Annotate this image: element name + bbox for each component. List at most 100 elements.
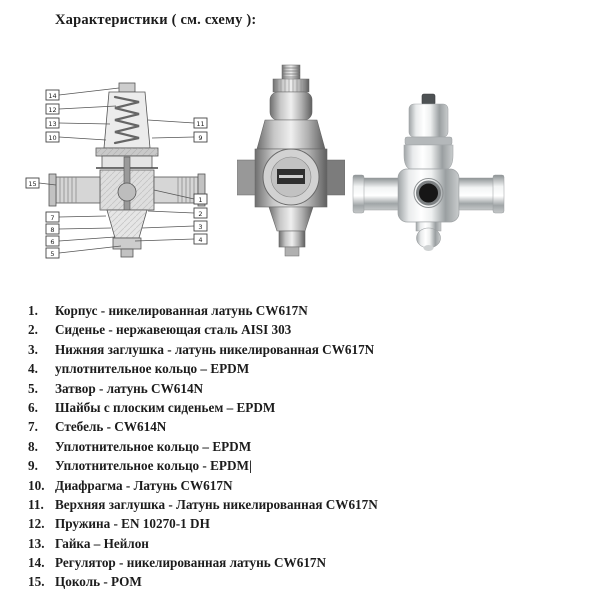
diagram-callout-3: 3 <box>141 220 208 232</box>
part-text: Сиденье - нержавеющая сталь AISI 303 <box>55 322 292 338</box>
part-number: 15. <box>28 574 45 590</box>
part-text: Шайбы с плоским сиденьем – EPDM <box>55 399 276 415</box>
left-port <box>55 176 101 204</box>
part-text: Корпус - никелированная латунь CW617N <box>55 303 308 318</box>
knurled-ring <box>272 78 310 93</box>
svg-text:11: 11 <box>196 120 204 128</box>
part-number: 3. <box>28 341 38 357</box>
diagram-callout-13: 13 <box>45 117 111 129</box>
stem-threads <box>282 67 300 78</box>
diagram-callout-10: 10 <box>45 131 107 143</box>
cap-ring <box>404 136 453 146</box>
bottom-nub <box>423 245 434 251</box>
grayscale-valve-drawing <box>237 64 345 257</box>
diagram-callout-12: 12 <box>45 103 117 115</box>
part-number: 1. <box>28 303 38 318</box>
part-text: уплотнительное кольцо – EPDM <box>55 361 250 377</box>
svg-text:3: 3 <box>198 223 202 231</box>
bottom-nub <box>120 248 134 258</box>
svg-text:5: 5 <box>50 250 54 258</box>
diagram-callout-5: 5 <box>45 245 122 259</box>
part-text: Диафрагма - Латунь CW617N <box>55 477 233 493</box>
part-number: 6. <box>28 399 38 415</box>
part-number: 11. <box>28 496 44 512</box>
part-text: Пружина - EN 10270-1 DH <box>55 516 210 532</box>
left-connection <box>237 159 256 196</box>
svg-text:1: 1 <box>198 196 202 204</box>
diagram-callout-15: 15 <box>25 177 57 189</box>
knurl-lines <box>276 79 306 92</box>
part-number: 7. <box>28 419 38 435</box>
part-number: 14. <box>28 555 45 571</box>
valve-seat <box>117 182 137 202</box>
part-text: Нижняя заглушка - латунь никелированная … <box>55 341 375 357</box>
parts-list-item: 5. Затвор - латунь CW614N <box>28 381 592 400</box>
parts-list-item: 1. Корпус - никелированная латунь CW617N <box>28 303 592 322</box>
bell-housing <box>256 119 326 150</box>
gauge-port-ring <box>413 178 444 208</box>
valve-grayscale-photo <box>237 64 345 257</box>
parts-list-item: 10. Диафрагма - Латунь CW617N <box>28 478 592 497</box>
left-port-threads <box>59 177 77 203</box>
svg-text:2: 2 <box>198 210 202 218</box>
diagram-callout-4: 4 <box>134 233 208 245</box>
diagram-callout-9: 9 <box>151 131 208 143</box>
flange-hatch <box>96 148 158 156</box>
diagram-callout-2: 2 <box>147 207 208 219</box>
parts-list-item: 13.Гайка – Нейлон <box>28 536 592 555</box>
part-text: Уплотнительное кольцо – EPDM <box>55 438 252 454</box>
left-pipe <box>361 177 399 211</box>
hex-plug <box>278 230 306 248</box>
parts-list-item: 3. Нижняя заглушка - латунь никелированна… <box>28 342 592 361</box>
top-knob <box>421 93 436 106</box>
gauge-port <box>416 180 441 206</box>
parts-list-item: 7.Стебель - CW614N <box>28 419 592 438</box>
parts-list-item: 14. Регулятор - никелированная латунь CW6… <box>28 555 592 574</box>
part-number: 13. <box>28 535 45 551</box>
part-number: 8. <box>28 438 38 454</box>
gauge-slot-line <box>279 175 303 178</box>
right-pipe <box>458 177 496 211</box>
diagram-callout-7: 7 <box>45 211 107 223</box>
part-number: 5. <box>28 380 38 396</box>
diagram-callout-11: 11 <box>147 117 208 129</box>
part-text: Затвор - латунь CW614N <box>55 380 204 396</box>
parts-list: 1. Корпус - никелированная латунь CW617N 2… <box>28 303 592 594</box>
left-port-end <box>48 173 57 207</box>
svg-text:7: 7 <box>50 214 54 222</box>
part-number: 9. <box>28 458 38 474</box>
parts-list-item: 8. Уплотнительное кольцо – EPDM <box>28 439 592 458</box>
svg-text:4: 4 <box>198 236 202 244</box>
page-title: Характеристики ( см. схему ): <box>55 12 257 28</box>
part-text: Регулятор - никелированная латунь CW617N <box>55 555 327 571</box>
part-number: 10. <box>28 477 45 493</box>
part-number: 12. <box>28 516 45 532</box>
parts-list-item: 12. Пружина - EN 10270-1 DH <box>28 516 592 535</box>
bottom-plug <box>112 237 142 250</box>
right-port <box>153 176 199 204</box>
parts-list-item: 9. Уплотнительное кольцо - EPDM| <box>28 458 592 477</box>
parts-list-item: 11.Верхняя заглушка - Латунь никелирован… <box>28 497 592 516</box>
part-number: 2. <box>28 322 38 338</box>
part-text: Цоколь - POM <box>55 574 142 590</box>
adjuster-nut <box>118 82 136 93</box>
diagram-callout-1: 1 <box>153 189 208 205</box>
left-coupling <box>352 174 365 214</box>
svg-text:6: 6 <box>50 238 54 246</box>
part-text: Уплотнительное кольцо - EPDM| <box>55 458 252 474</box>
diagram-callout-14: 14 <box>45 87 120 101</box>
part-number: 4. <box>28 361 38 377</box>
right-coupling <box>492 174 505 214</box>
lower-hatch <box>107 210 147 238</box>
lower-taper <box>268 206 314 232</box>
diagram-callout-8: 8 <box>45 223 112 235</box>
svg-text:12: 12 <box>48 106 56 114</box>
parts-list-item: 15. Цоколь - POM <box>28 574 592 593</box>
parts-list-item: 6. Шайбы с плоским сиденьем – EPDM <box>28 400 592 419</box>
svg-text:14: 14 <box>48 92 56 100</box>
svg-text:9: 9 <box>198 134 202 142</box>
svg-text:13: 13 <box>48 120 56 128</box>
nickel-valve-drawing <box>352 93 505 251</box>
diagram-drawing <box>48 82 206 258</box>
